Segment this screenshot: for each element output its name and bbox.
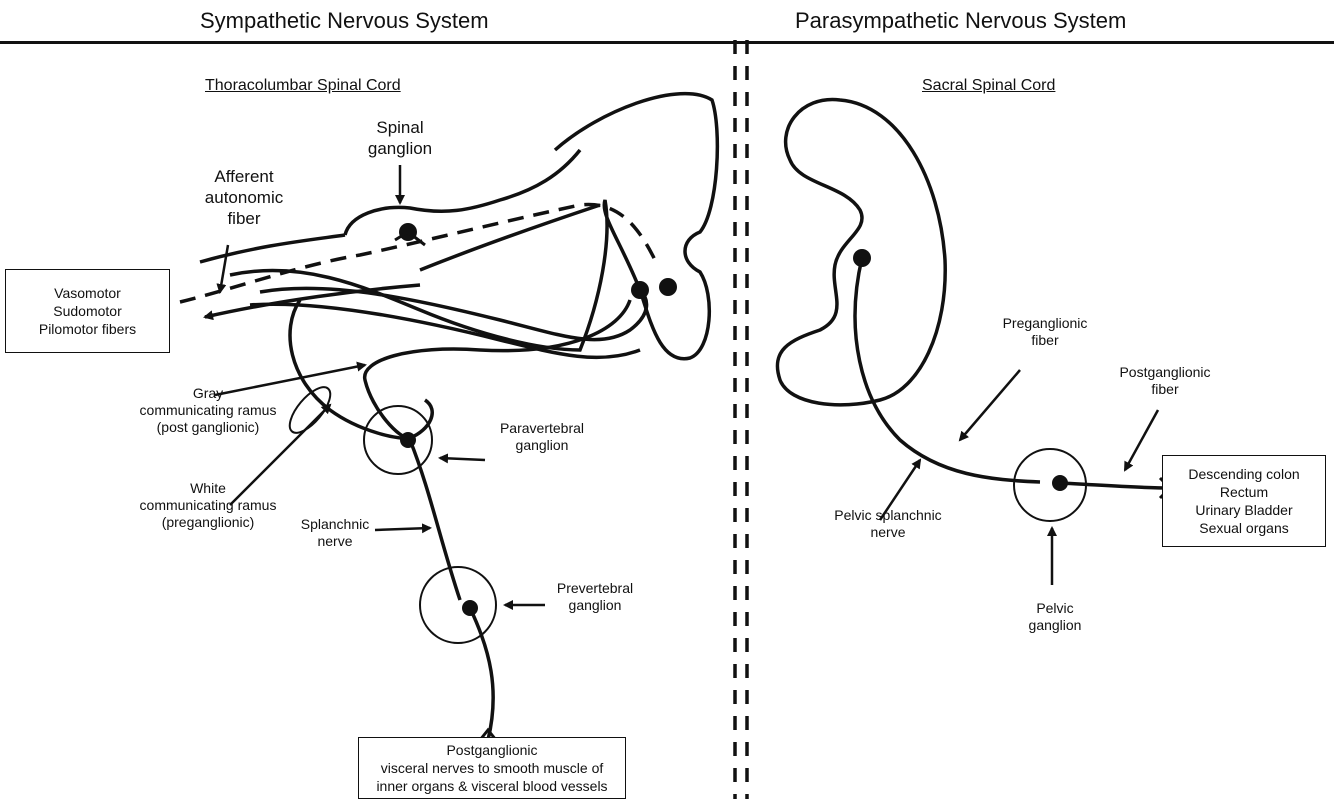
label-pelvic-ganglion: Pelvic ganglion [1010,600,1100,634]
box-target-organs: Descending colon Rectum Urinary Bladder … [1162,455,1326,547]
label-gray-ramus: Gray communicating ramus (post ganglioni… [128,385,288,436]
postganglionic-to-organs [470,608,493,740]
arrow-paravertebral [440,458,485,460]
section-thoracolumbar: Thoracolumbar Spinal Cord [205,77,401,94]
arrow-preganglionic [960,370,1020,440]
arrow-splanchnic [375,528,430,530]
header-parasympathetic: Parasympathetic Nervous System [795,8,1126,34]
label-paravertebral: Paravertebral ganglion [482,420,602,454]
paravertebral-ganglion [364,406,432,474]
preganglionic-fiber [855,258,1040,482]
postganglionic-fiber-line [1060,483,1170,488]
label-pelvic-splanchnic: Pelvic splanchnic nerve [818,507,958,541]
arrow-afferent [220,245,228,292]
box-postganglionic-visceral: Postganglionic visceral nerves to smooth… [358,737,626,799]
prevertebral-ganglion [420,567,496,643]
label-preganglionic-fiber: Preganglionic fiber [990,315,1100,349]
box-vasomotor: Vasomotor Sudomotor Pilomotor fibers [5,269,170,353]
label-prevertebral: Prevertebral ganglion [540,580,650,614]
arrow-postganglionic [1125,410,1158,470]
label-postganglionic-fiber: Postganglionic fiber [1110,364,1220,398]
section-sacral: Sacral Spinal Cord [922,77,1055,94]
cord-neuron-2 [659,278,677,296]
thoracolumbar-cord-outline [230,94,717,359]
label-spinal-ganglion: Spinal ganglion [360,117,440,159]
dorsal-root [200,235,345,262]
cord-neuron-1 [631,281,649,299]
label-white-ramus: White communicating ramus (preganglionic… [118,480,298,531]
label-afferent: Afferent autonomic fiber [194,166,294,229]
label-splanchnic: Splanchnic nerve [290,516,380,550]
header-sympathetic: Sympathetic Nervous System [200,8,489,34]
header-rule [0,41,1334,44]
center-divider [735,40,747,799]
